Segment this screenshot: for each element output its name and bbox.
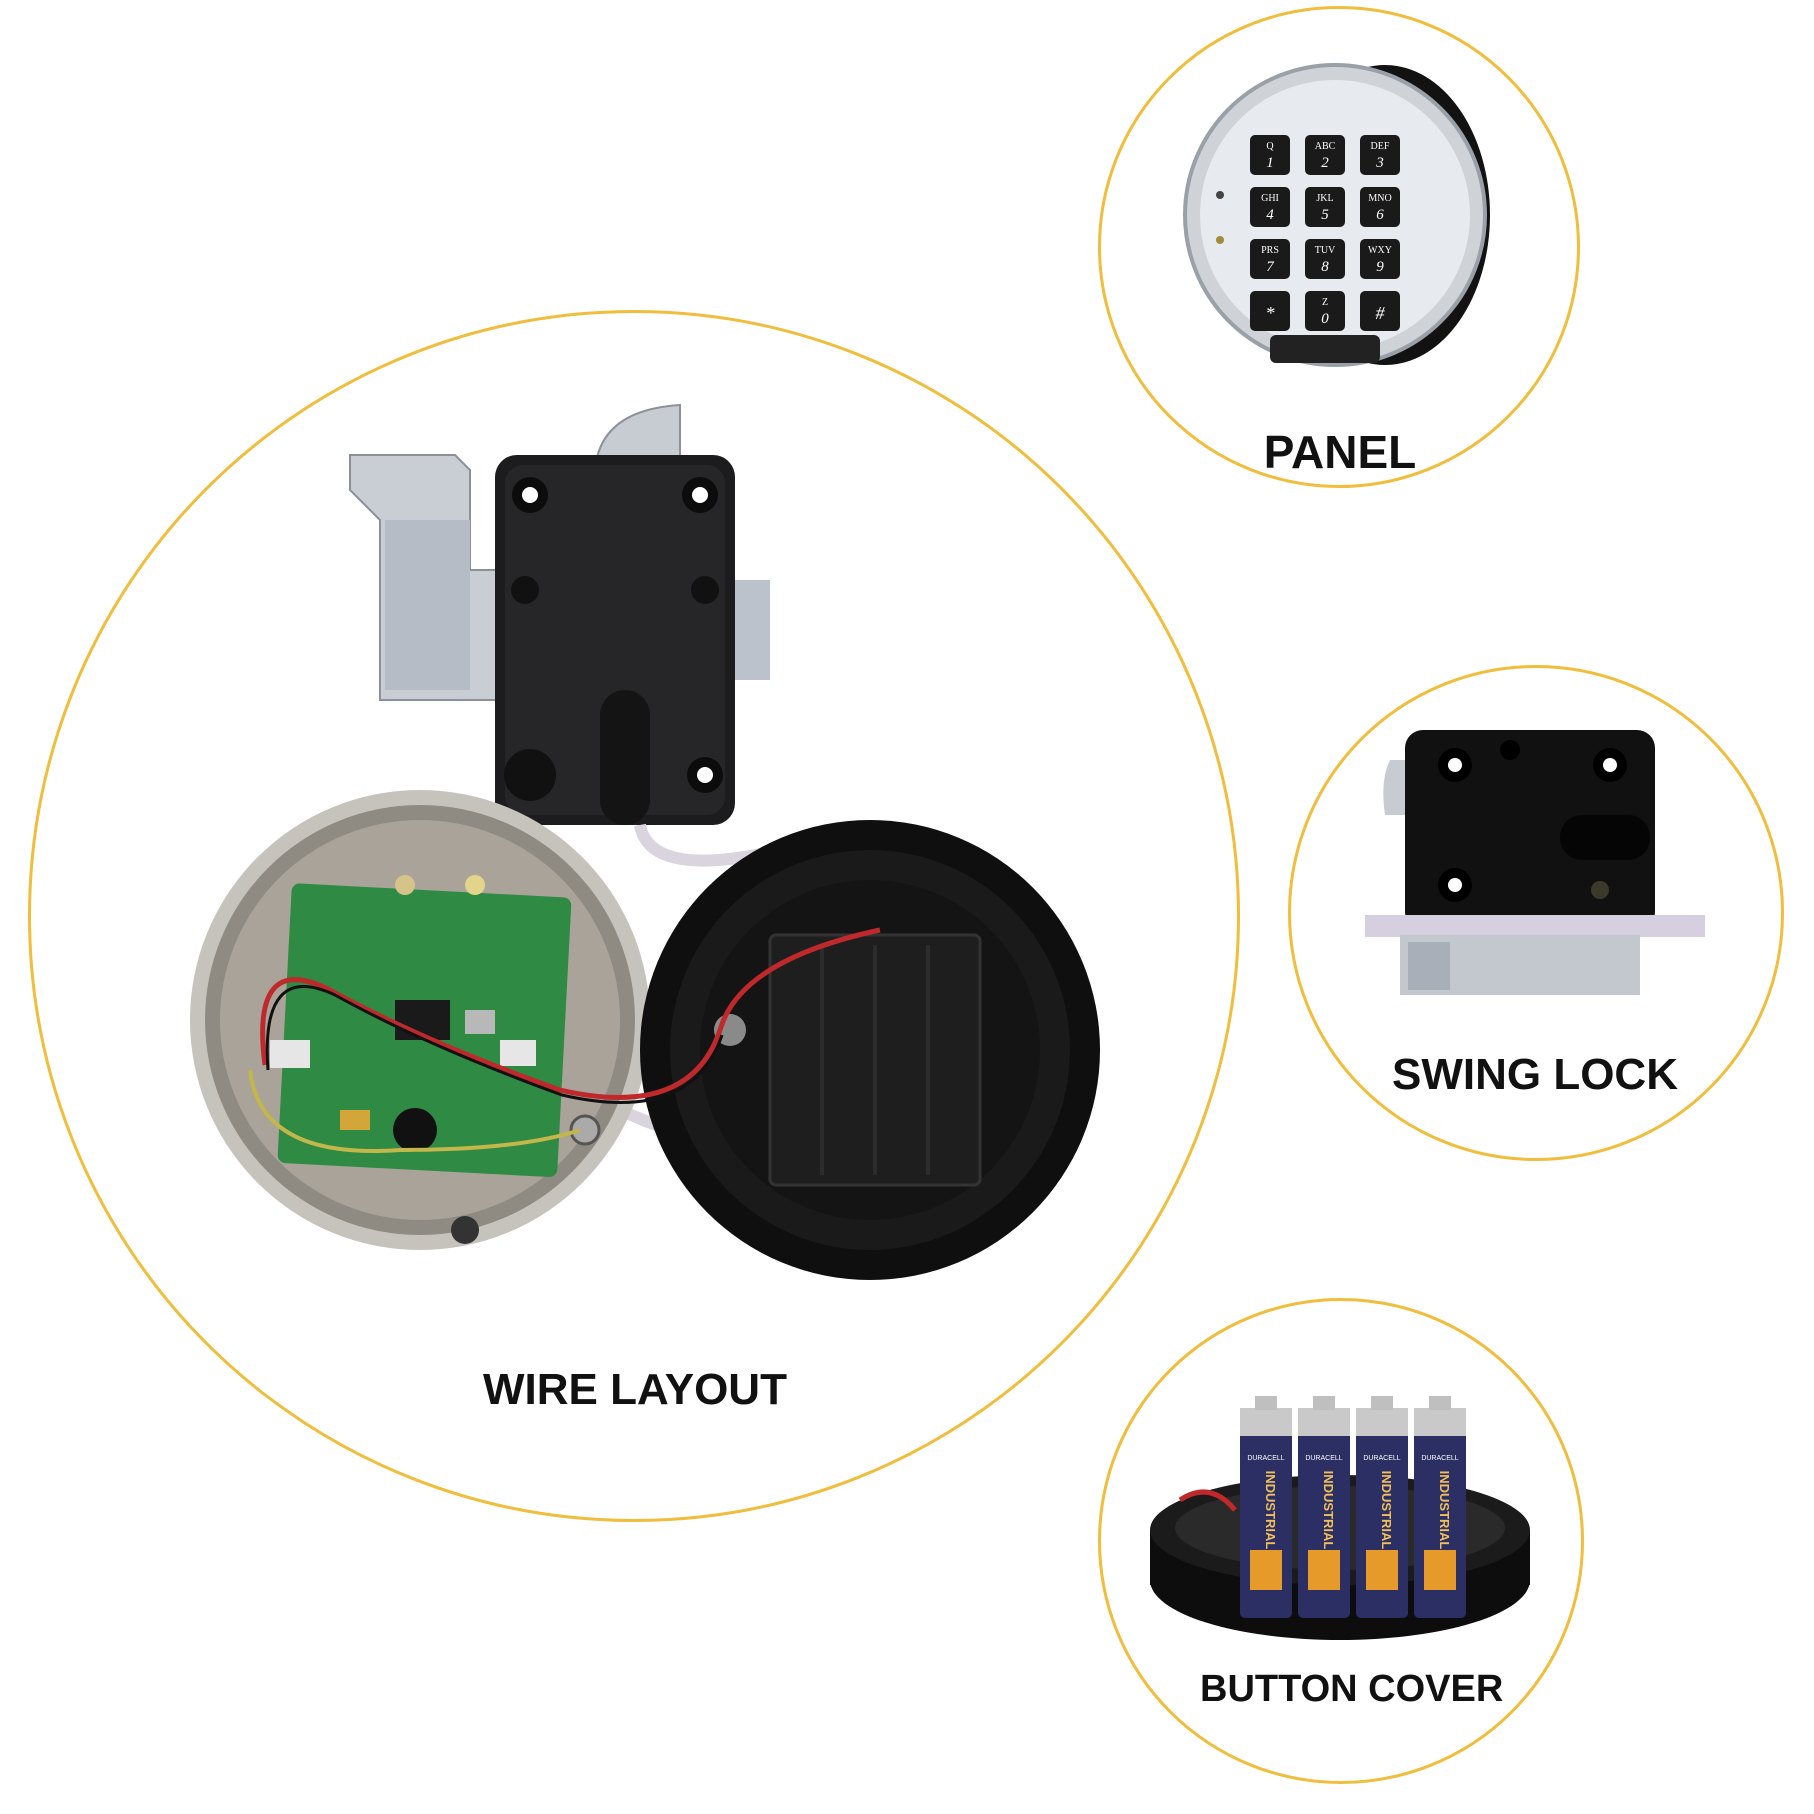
battery-brand: DURACELL <box>1421 1455 1458 1462</box>
keypad-key-digit: 9 <box>1376 259 1384 275</box>
swing-lock-circle <box>1288 665 1784 1161</box>
keypad-key-digit: 1 <box>1266 155 1274 171</box>
button-cover-circle <box>1098 1298 1584 1784</box>
keypad-key[interactable]: DEF 3 <box>1360 135 1400 175</box>
pcb-housing <box>190 790 650 1250</box>
swing-bolt <box>593 403 681 471</box>
keypad-key-digit: 6 <box>1376 207 1384 223</box>
keypad-key[interactable]: * <box>1250 291 1290 331</box>
battery-brand: DURACELL <box>1363 1455 1400 1462</box>
keypad-key-digit: 2 <box>1321 155 1329 171</box>
battery-brand: DURACELL <box>1247 1455 1284 1462</box>
battery-label: INDUSTRIAL <box>1437 1471 1452 1550</box>
keypad-key[interactable]: PRS 7 <box>1250 239 1290 279</box>
keypad-key[interactable]: TUV 8 <box>1305 239 1345 279</box>
mounting-bracket <box>349 454 501 701</box>
wire-layout-circle <box>28 310 1240 1522</box>
keypad-key[interactable]: Q1 <box>1250 135 1290 175</box>
keypad-key[interactable]: ABC 2 <box>1305 135 1345 175</box>
keypad-key[interactable]: MNO 6 <box>1360 187 1400 227</box>
keypad-key-letters: DEF <box>1371 141 1390 152</box>
keypad-key-digit: # <box>1376 303 1386 323</box>
keypad-key-letters: PRS <box>1261 245 1279 256</box>
lock-body <box>495 455 770 825</box>
keypad-key-letters: GHI <box>1261 193 1279 204</box>
keypad-key-digit: * <box>1266 303 1275 323</box>
panel-circle <box>1098 6 1580 488</box>
keypad-key-letters: ABC <box>1315 141 1336 152</box>
keypad-key[interactable]: GHI 4 <box>1250 187 1290 227</box>
keypad-key-digit: 4 <box>1266 207 1274 223</box>
keypad-key-digit: 8 <box>1321 259 1329 275</box>
keypad-key-letters: Z <box>1322 297 1328 308</box>
keypad-key-letters: TUV <box>1315 245 1336 256</box>
swing-lock-photo <box>1365 730 1705 995</box>
keypad-key-letters: Q <box>1266 141 1274 152</box>
wire-layout-photo <box>190 403 1100 1280</box>
aa-batteries: INDUSTRIAL DURACELL INDUSTRIAL DURACELL INDU… <box>1240 1396 1466 1618</box>
swing-lock-label: SWING LOCK <box>1392 1050 1678 1099</box>
battery-label: INDUSTRIAL <box>1379 1471 1394 1550</box>
keypad-key-letters: WXY <box>1368 245 1392 256</box>
wire-layout-label: WIRE LAYOUT <box>483 1365 787 1414</box>
panel-label: PANEL <box>1263 426 1417 478</box>
keypad-key-digit: 3 <box>1375 155 1384 171</box>
keypad-key[interactable]: WXY 9 <box>1360 239 1400 279</box>
keypad-key-letters: JKL <box>1316 193 1333 204</box>
power-wires <box>260 927 881 1100</box>
keypad-key[interactable]: JKL 5 <box>1305 187 1345 227</box>
button-cover-label: BUTTON COVER <box>1200 1668 1504 1710</box>
keypad-key[interactable]: # <box>1360 291 1400 331</box>
battery-label: INDUSTRIAL <box>1321 1471 1336 1550</box>
button-cover-photo: INDUSTRIAL DURACELL INDUSTRIAL DURACELL INDU… <box>1150 1396 1530 1640</box>
keypad-key-digit: 0 <box>1321 311 1329 327</box>
keypad-key-digit: 5 <box>1321 207 1329 223</box>
keypad-key-digit: 7 <box>1266 259 1275 275</box>
battery-brand: DURACELL <box>1305 1455 1342 1462</box>
battery-label: INDUSTRIAL <box>1263 1471 1278 1550</box>
keypad-key-letters: MNO <box>1368 193 1391 204</box>
keypad-key[interactable]: Z0 <box>1305 291 1345 331</box>
battery-housing <box>640 820 1100 1280</box>
